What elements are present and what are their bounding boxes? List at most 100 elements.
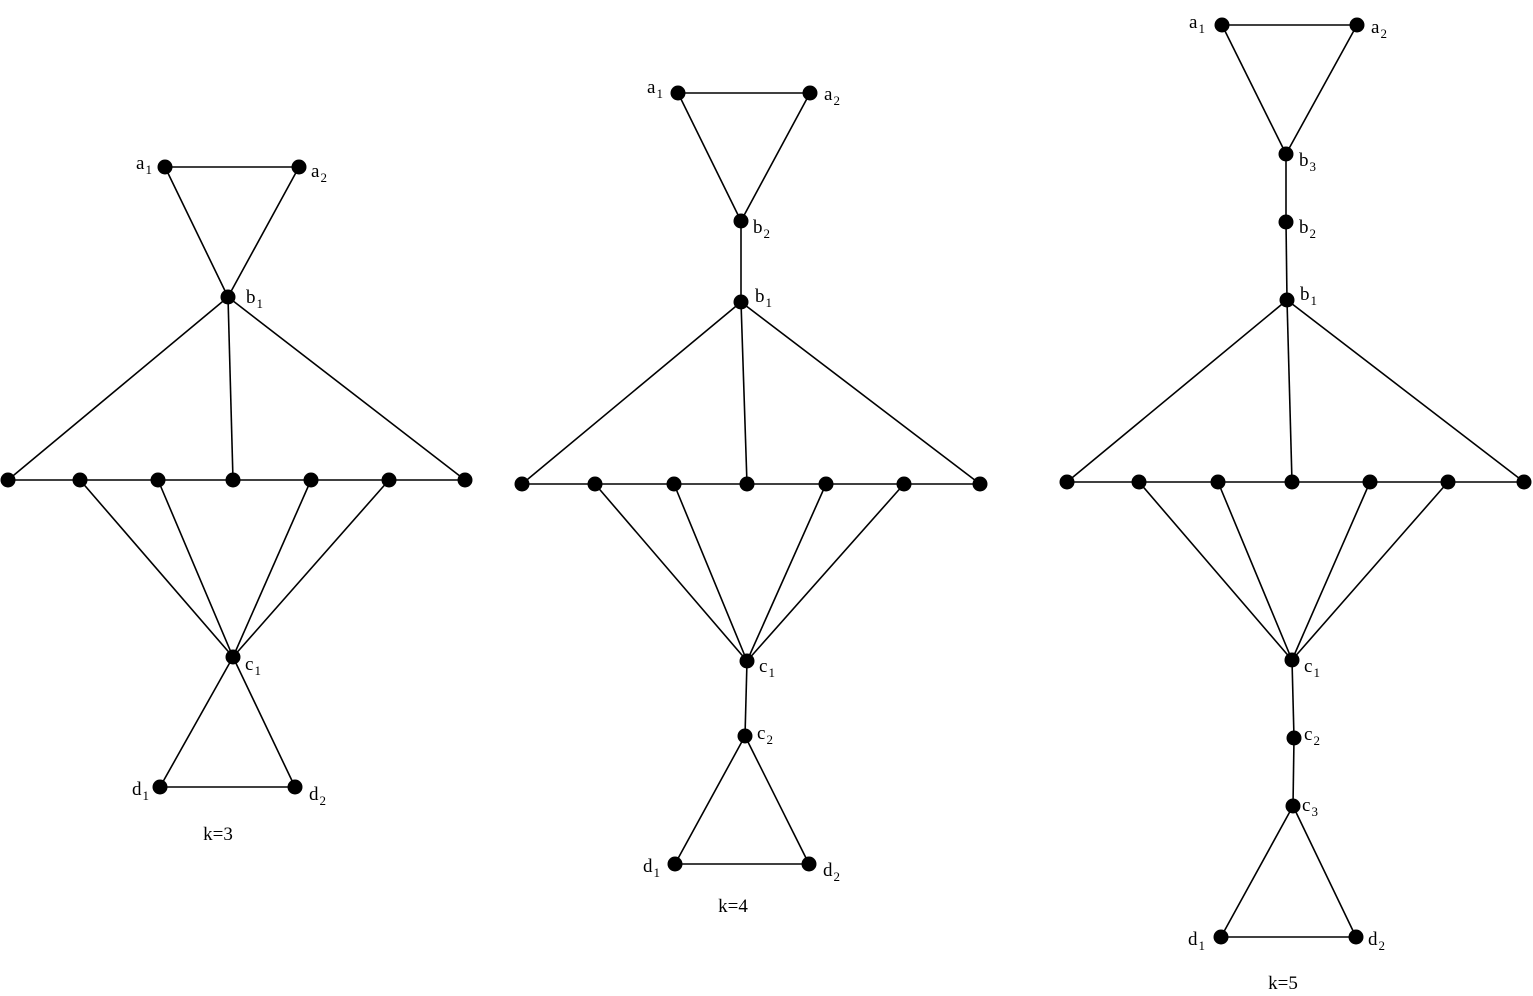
vertex-d2 xyxy=(801,856,817,872)
vertex-label-subscript: 1 xyxy=(257,296,264,311)
edge-c2-c3 xyxy=(1292,737,1295,807)
vertex-r7 xyxy=(972,476,988,492)
vertex-c1 xyxy=(739,653,755,669)
vertex-label-subscript: 2 xyxy=(1380,26,1387,41)
edge-b2-b1 xyxy=(1285,221,1288,301)
edge-b1-r1 xyxy=(521,301,742,485)
vertex-label-b1: b1 xyxy=(755,286,772,310)
edge-r6-c1 xyxy=(1291,481,1449,661)
edge-r5-c1 xyxy=(232,479,312,658)
vertex-label-b2: b2 xyxy=(1299,217,1316,241)
graph-caption-k4: k=4 xyxy=(718,896,748,917)
vertex-label-letter: c xyxy=(759,656,767,677)
vertex-label-d2: d2 xyxy=(823,860,840,884)
edge-b1-r1 xyxy=(7,296,229,481)
edge-c1-d1 xyxy=(159,656,234,788)
vertex-label-letter: a xyxy=(824,84,833,105)
vertex-a2 xyxy=(291,159,307,175)
vertex-c3 xyxy=(1285,798,1301,814)
vertex-label-letter: b xyxy=(1299,217,1309,238)
vertex-r3 xyxy=(1210,474,1226,490)
vertex-b1 xyxy=(733,294,749,310)
vertex-r5 xyxy=(1362,474,1378,490)
edge-a1-b2 xyxy=(677,92,742,222)
vertex-label-subscript: 1 xyxy=(768,665,775,680)
vertex-r6 xyxy=(381,472,397,488)
vertex-b3 xyxy=(1278,146,1294,162)
vertex-label-letter: c xyxy=(1304,724,1312,745)
vertex-r6 xyxy=(896,476,912,492)
vertex-label-subscript: 2 xyxy=(834,869,841,884)
edge-r5-c1 xyxy=(1291,481,1371,661)
edge-c2-d2 xyxy=(744,735,810,865)
vertex-a2 xyxy=(802,85,818,101)
edge-a1-b1 xyxy=(164,166,229,298)
vertex-r4 xyxy=(1284,474,1300,490)
vertex-r3 xyxy=(150,472,166,488)
vertex-label-c1: c1 xyxy=(759,656,775,680)
vertex-label-letter: d xyxy=(132,779,142,800)
vertex-label-subscript: 2 xyxy=(1313,733,1320,748)
vertex-label-letter: d xyxy=(643,856,653,877)
vertex-b1 xyxy=(1279,292,1295,308)
vertex-label-letter: b xyxy=(755,286,765,307)
vertex-label-letter: d xyxy=(1188,929,1198,950)
vertex-label-subscript: 2 xyxy=(1310,226,1317,241)
vertex-label-d2: d2 xyxy=(309,784,326,808)
vertex-label-subscript: 3 xyxy=(1311,804,1318,819)
edge-r3-c1 xyxy=(673,483,748,662)
vertex-label-subscript: 2 xyxy=(320,793,327,808)
vertex-d2 xyxy=(287,779,303,795)
vertex-label-d1: d1 xyxy=(643,856,660,880)
edge-b1-r7 xyxy=(1286,299,1525,483)
edge-c1-d2 xyxy=(232,656,296,788)
edge-r2-c1 xyxy=(1138,481,1293,661)
vertex-r1 xyxy=(1059,474,1075,490)
vertex-label-d1: d1 xyxy=(1188,929,1205,953)
vertex-a1 xyxy=(157,159,173,175)
vertex-r7 xyxy=(1516,474,1532,490)
vertex-a1 xyxy=(670,85,686,101)
vertex-label-c3: c3 xyxy=(1302,795,1318,819)
vertex-label-c2: c2 xyxy=(757,723,773,747)
vertex-label-subscript: 1 xyxy=(1198,21,1205,36)
vertex-label-letter: a xyxy=(136,153,145,174)
vertex-label-letter: d xyxy=(1368,929,1378,950)
vertex-label-subscript: 1 xyxy=(766,295,773,310)
vertex-label-c1: c1 xyxy=(1304,656,1320,680)
vertex-a1 xyxy=(1214,17,1230,33)
vertex-r2 xyxy=(1131,474,1147,490)
vertex-d1 xyxy=(152,779,168,795)
vertex-r1 xyxy=(514,476,530,492)
graph-caption-k3: k=3 xyxy=(203,824,233,845)
vertex-r3 xyxy=(666,476,682,492)
edge-c2-d1 xyxy=(674,735,746,865)
vertex-label-c2: c2 xyxy=(1304,724,1320,748)
vertex-label-subscript: 1 xyxy=(145,162,152,177)
edge-a1-b3 xyxy=(1221,24,1287,155)
vertex-label-a2: a2 xyxy=(1371,17,1387,41)
edge-r6-c1 xyxy=(232,479,390,658)
vertex-d1 xyxy=(1213,929,1229,945)
vertex-label-subscript: 2 xyxy=(766,732,773,747)
vertex-label-a2: a2 xyxy=(311,161,327,185)
vertex-label-subscript: 1 xyxy=(254,663,261,678)
vertex-label-letter: d xyxy=(309,784,319,805)
vertex-b1 xyxy=(220,289,236,305)
vertex-label-b1: b1 xyxy=(246,287,263,311)
edge-r2-c1 xyxy=(594,483,748,662)
edge-c1-c2 xyxy=(1291,659,1295,739)
vertex-label-letter: b xyxy=(753,217,763,238)
vertex-r6 xyxy=(1440,474,1456,490)
vertex-label-d1: d1 xyxy=(132,779,149,803)
vertex-label-subscript: 1 xyxy=(1199,938,1206,953)
edge-c3-d1 xyxy=(1220,805,1294,938)
vertex-a2 xyxy=(1349,17,1365,33)
vertex-label-subscript: 2 xyxy=(1379,938,1386,953)
vertex-c2 xyxy=(1286,730,1302,746)
vertex-label-b2: b2 xyxy=(753,217,770,241)
vertex-r5 xyxy=(303,472,319,488)
